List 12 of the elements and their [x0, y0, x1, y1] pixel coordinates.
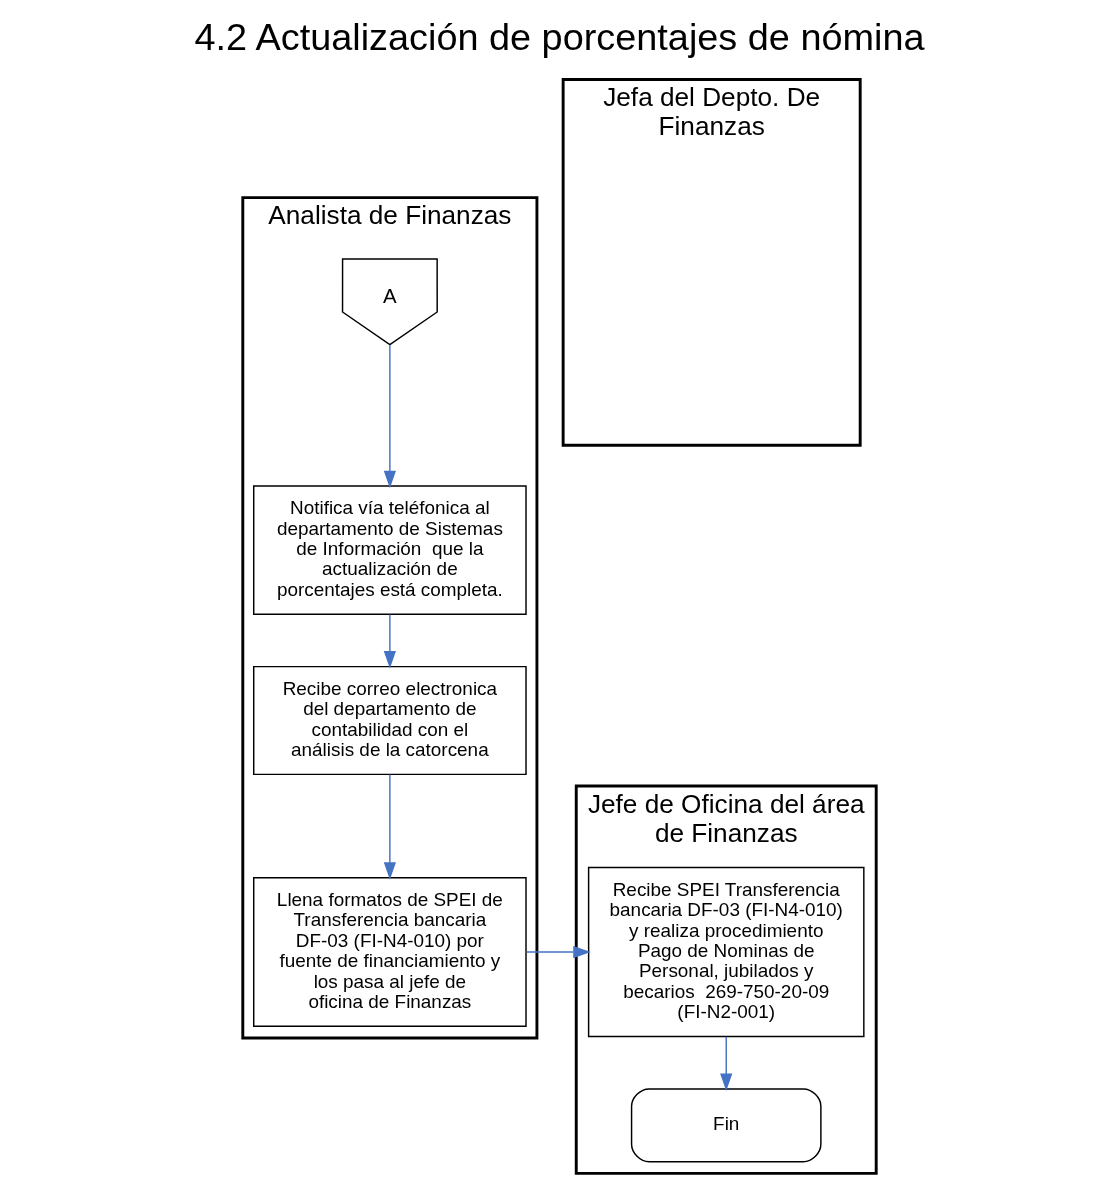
arrow — [383, 613, 396, 669]
node-box: Llena formatos de SPEI de Transferencia bancaria DF-03 (FI-N4-010) por fuente de financiamiento y los pasa al jefe de oficina de Finanzas — [253, 877, 527, 1027]
arrow — [383, 773, 396, 880]
node-box: Recibe correo electronica del departamento de contabilidad con el análisis de la catorcena — [253, 665, 527, 776]
node-box: Notifica vía teléfonica al departamento de Sistemas de Información que la actualización de porcentajes está completa. — [253, 485, 527, 615]
diagram-title: 4.2 Actualización de porcentajes de nómina — [194, 16, 925, 59]
node-box: Recibe SPEI Transferencia bancaria DF-03 (FI-N4-010) y realiza procedimiento Pago de Nominas de Personal, jubilados y becarios 269-750-20-09 (FI-N2-001) — [587, 866, 865, 1038]
arrow — [720, 1035, 733, 1092]
arrow — [383, 344, 396, 489]
node-box: Fin — [630, 1088, 822, 1163]
node-box: Jefa del Depto. De Finanzas — [561, 78, 862, 447]
arrow — [525, 945, 591, 959]
